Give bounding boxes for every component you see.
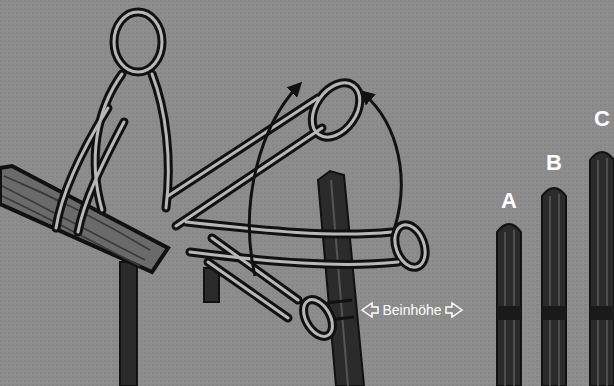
post-stripe [550,194,559,386]
raised-foot [302,74,369,146]
chest [152,74,168,208]
motion-arrow [249,86,298,276]
figure [56,12,431,341]
dimension-arrow [446,303,462,317]
dimension-arrow [362,303,378,317]
post [590,152,614,386]
height-post [318,171,364,386]
lower-foot [298,295,339,342]
grain-line [20,183,60,202]
arm [78,122,124,232]
figure-inner [56,12,431,341]
lower-leg [208,262,288,318]
post-band [542,306,566,320]
post-label: A [501,190,517,212]
post-label: C [594,108,610,130]
dimension-label: Beinhöhe [382,303,441,317]
lower-foot [298,295,339,342]
extended-leg [186,222,392,234]
post-band [497,306,521,320]
post-a [497,224,521,386]
bench-leg [120,262,137,386]
extended-leg [190,252,398,264]
chest [152,74,168,208]
post-c [590,152,614,386]
back [95,74,122,210]
grain-line [2,186,145,260]
post-band [590,306,614,320]
head [114,12,162,72]
post-label: B [546,152,562,174]
post-stripe [598,158,607,386]
motion-arrow [364,94,401,236]
post [542,188,566,386]
lower-leg [208,262,288,318]
head [114,12,162,72]
post-b [542,188,566,386]
arm [78,122,124,232]
figure-outline [56,12,431,341]
extended-leg [190,252,398,264]
grain-line [4,176,150,250]
post-stripe [331,180,348,386]
extended-leg [186,222,392,234]
post [497,224,521,386]
grain-line [2,196,140,266]
